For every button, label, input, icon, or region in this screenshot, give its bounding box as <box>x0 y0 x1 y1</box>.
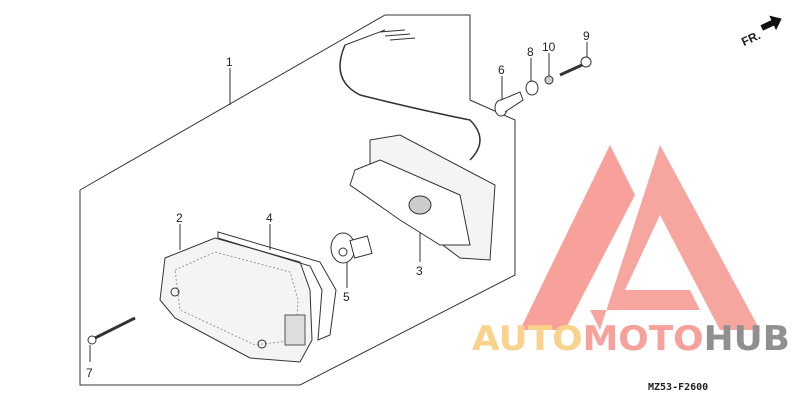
callout-8: 8 <box>527 45 534 59</box>
leader-lines <box>89 42 588 362</box>
front-arrow-icon <box>760 15 782 31</box>
watermark-logo-icon <box>520 145 760 330</box>
callout-1: 1 <box>226 55 233 69</box>
watermark-moto: MOTO <box>583 319 704 359</box>
callout-6: 6 <box>498 63 505 77</box>
watermark-auto: AUTO <box>472 319 583 359</box>
callout-10: 10 <box>542 40 556 54</box>
screw-part <box>87 316 136 345</box>
callout-9: 9 <box>583 29 590 43</box>
lens-part <box>159 237 313 363</box>
watermark-hub: HUB <box>704 319 790 359</box>
callout-7: 7 <box>86 366 93 380</box>
bulb-part <box>330 232 373 264</box>
callout-4: 4 <box>266 211 273 225</box>
front-label: FR. <box>739 28 762 49</box>
callout-2: 2 <box>176 211 183 225</box>
callout-3: 3 <box>416 264 423 278</box>
front-indicator: FR. <box>739 15 782 49</box>
diagram-code: MZ53-F2600 <box>648 382 708 393</box>
housing-part <box>339 29 496 261</box>
callout-5: 5 <box>343 290 350 304</box>
assembly-frame <box>79 14 516 386</box>
hardware-parts <box>494 56 592 117</box>
gasket-part <box>217 231 337 341</box>
